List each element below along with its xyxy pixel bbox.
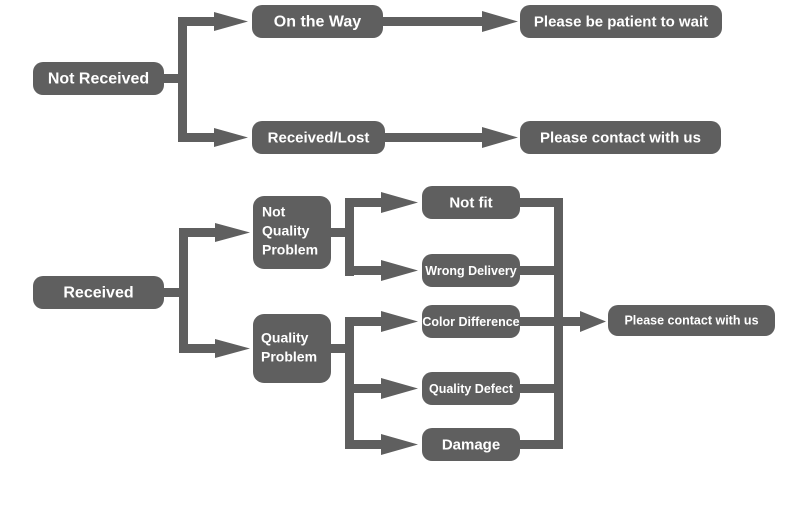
node-please-contact-top-label: Please contact with us xyxy=(540,129,701,146)
node-color-difference[interactable]: Color Difference xyxy=(422,305,520,338)
node-wrong-delivery-label: Wrong Delivery xyxy=(425,264,517,278)
node-please-contact-bottom[interactable]: Please contact with us xyxy=(608,305,775,336)
node-received-label: Received xyxy=(63,285,133,302)
node-not-received[interactable]: Not Received xyxy=(33,62,164,95)
node-on-the-way-label: On the Way xyxy=(274,14,362,31)
node-quality-problem[interactable]: Quality Problem xyxy=(253,314,331,383)
connector-leaves-collector-bus xyxy=(518,198,606,449)
connector-received-lost-to-contact xyxy=(385,127,518,148)
node-damage[interactable]: Damage xyxy=(422,428,520,461)
node-quality-problem-label-line-2: Problem xyxy=(261,349,317,365)
node-not-fit-label: Not fit xyxy=(449,194,492,211)
node-please-contact-bottom-label: Please contact with us xyxy=(624,313,758,327)
node-received[interactable]: Received xyxy=(33,276,164,309)
connector-received-bus xyxy=(164,223,250,358)
node-on-the-way[interactable]: On the Way xyxy=(252,5,383,38)
node-not-fit[interactable]: Not fit xyxy=(422,186,520,219)
node-color-difference-label: Color Difference xyxy=(422,315,519,329)
connector-on-the-way-to-wait xyxy=(383,11,518,32)
node-not-quality-problem-label-line-1: Not xyxy=(262,204,286,220)
connector-quality-problem-bus xyxy=(330,311,418,455)
node-received-lost[interactable]: Received/Lost xyxy=(252,121,385,154)
node-not-quality-problem-label-line-3: Problem xyxy=(262,242,318,258)
node-received-lost-label: Received/Lost xyxy=(268,129,370,146)
node-wrong-delivery[interactable]: Wrong Delivery xyxy=(422,254,520,287)
node-please-contact-top[interactable]: Please contact with us xyxy=(520,121,721,154)
connector-not-quality-problem-bus xyxy=(330,192,418,281)
node-please-be-patient-label: Please be patient to wait xyxy=(534,13,708,30)
connector-not-received-bus xyxy=(163,12,248,147)
node-not-quality-problem-label-line-2: Quality xyxy=(262,223,310,239)
node-quality-defect-label: Quality Defect xyxy=(429,382,514,396)
node-damage-label: Damage xyxy=(442,436,500,453)
node-not-quality-problem[interactable]: Not Quality Problem xyxy=(253,196,331,269)
node-quality-problem-label-line-1: Quality xyxy=(261,330,309,346)
node-please-be-patient[interactable]: Please be patient to wait xyxy=(520,5,722,38)
node-quality-defect[interactable]: Quality Defect xyxy=(422,372,520,405)
node-not-received-label: Not Received xyxy=(48,71,149,88)
